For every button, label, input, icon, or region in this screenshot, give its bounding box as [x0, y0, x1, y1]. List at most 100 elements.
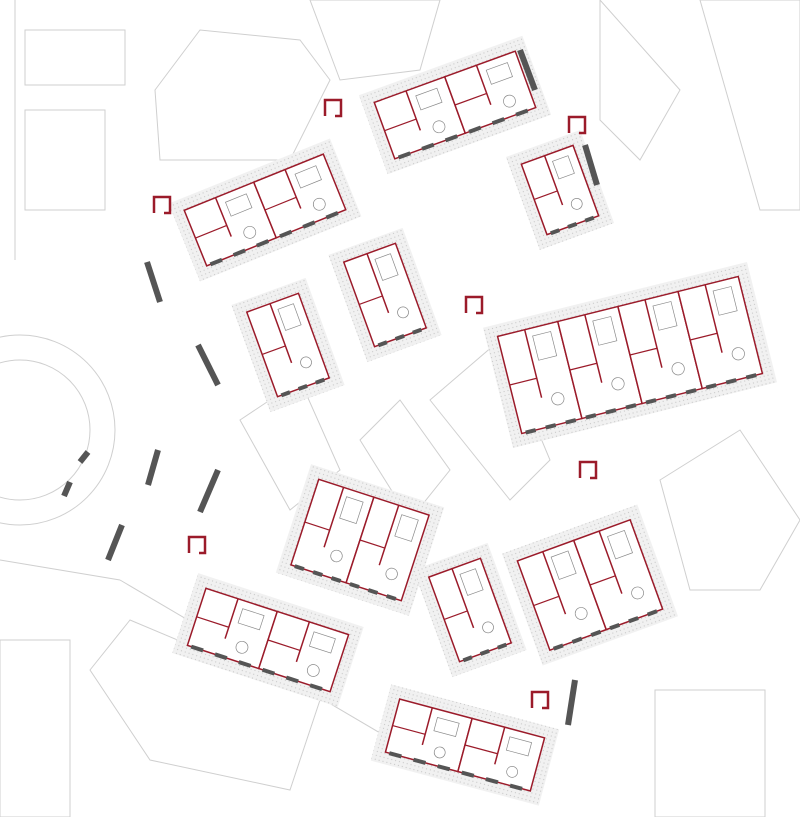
furniture: [485, 62, 513, 85]
wall-segment: [386, 594, 397, 601]
wall-segment: [468, 125, 482, 134]
entry-marker: [567, 115, 587, 135]
wall-segment: [309, 683, 323, 691]
wall-segment: [461, 770, 475, 778]
housing-unit: [520, 144, 600, 236]
wall-segment: [238, 660, 252, 668]
furniture: [277, 303, 302, 331]
housing-unit: [345, 496, 431, 602]
wall-segment: [625, 403, 637, 410]
housing-unit: [677, 275, 764, 390]
table: [503, 94, 516, 108]
wall-segment: [325, 211, 339, 220]
wall-segment: [294, 564, 305, 571]
wall-segment: [280, 390, 291, 398]
building-cluster: [505, 129, 615, 251]
housing-unit: [342, 242, 428, 348]
wall-segment: [665, 393, 677, 400]
wall-bar: [197, 468, 221, 514]
furniture: [308, 631, 336, 654]
wall-segment: [394, 334, 405, 341]
wall-segment: [509, 783, 523, 791]
wall-segment: [214, 652, 228, 661]
wall-segment: [491, 117, 505, 126]
table: [611, 377, 625, 391]
entry-marker: [530, 690, 550, 710]
furniture: [532, 331, 558, 361]
wall-segment: [584, 215, 595, 223]
wall-segment: [585, 413, 597, 420]
wall-segment: [497, 642, 508, 650]
housing-unit: [556, 305, 644, 420]
building-cluster: [413, 542, 527, 678]
housing-unit: [496, 320, 583, 435]
building-cluster: [275, 464, 445, 616]
wall-segment: [609, 622, 621, 631]
wall-segment: [565, 418, 577, 425]
furniture: [607, 529, 633, 560]
table: [306, 664, 320, 677]
table: [551, 392, 565, 406]
wall-segment: [646, 609, 658, 617]
housing-unit: [245, 292, 331, 398]
entry-marker: [464, 295, 484, 315]
wall-segment: [285, 675, 299, 684]
wall-segment: [190, 644, 204, 653]
furniture: [237, 608, 265, 631]
building-cluster: [501, 504, 679, 666]
housing-unit: [257, 610, 350, 693]
furniture: [550, 550, 577, 580]
wall-segment: [485, 777, 499, 785]
table: [243, 225, 257, 239]
table: [574, 607, 588, 620]
wall-segment: [628, 616, 639, 624]
table: [330, 549, 343, 563]
wall-segment: [232, 248, 246, 257]
wall-segment: [725, 378, 737, 385]
wall-segment: [444, 134, 458, 143]
entry-marker: [578, 460, 598, 480]
wall-segment: [605, 408, 617, 415]
wall-segment: [590, 629, 602, 637]
furniture: [505, 736, 533, 757]
building-cluster: [172, 573, 364, 707]
wall-segment: [367, 588, 379, 595]
building-cluster: [231, 277, 345, 413]
wall-segment: [685, 388, 697, 395]
building-cluster: [328, 227, 442, 363]
housing-unit: [373, 75, 467, 160]
wall-segment: [550, 228, 561, 236]
table: [432, 120, 446, 134]
wall-bar: [565, 679, 578, 726]
wall-segment: [297, 384, 308, 391]
table: [312, 197, 326, 211]
wall-segment: [437, 764, 451, 772]
wall-bar: [195, 343, 221, 387]
wall-bar: [144, 261, 163, 303]
wall-bar: [145, 449, 161, 486]
housing-unit: [572, 518, 664, 631]
furniture: [712, 286, 738, 316]
building-clusters: [168, 35, 777, 806]
entry-marker: [187, 535, 207, 555]
wall-segment: [645, 398, 657, 405]
table: [433, 746, 446, 759]
wall-segment: [479, 649, 490, 656]
furniture: [339, 496, 364, 524]
wall-segment: [571, 636, 583, 644]
housing-unit: [186, 587, 279, 670]
furniture: [225, 193, 253, 217]
wall-segment: [745, 373, 757, 380]
table: [671, 362, 685, 376]
wall-segment: [421, 142, 435, 151]
wall-segment: [349, 582, 360, 589]
housing-unit: [183, 181, 278, 267]
wall-bars: [61, 48, 600, 726]
wall-bar: [582, 144, 600, 186]
wall-segment: [545, 423, 557, 430]
wall-segment: [209, 257, 223, 267]
housing-unit: [252, 153, 347, 239]
wall-segment: [377, 340, 388, 348]
